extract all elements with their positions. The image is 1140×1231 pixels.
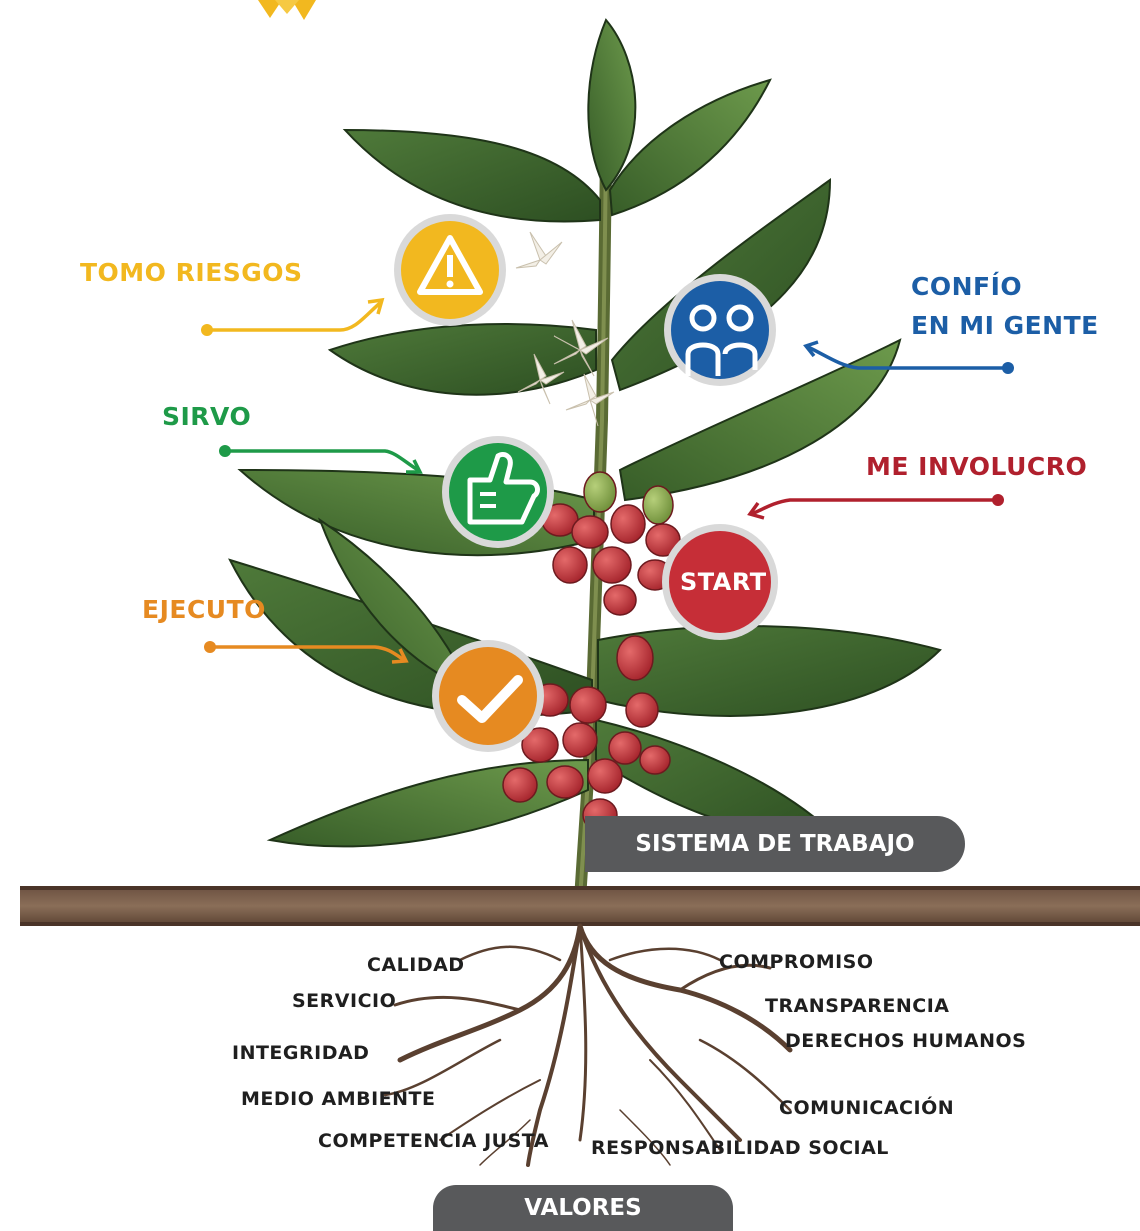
value-medio-ambiente: MEDIO AMBIENTE [241, 1088, 436, 1110]
value-integridad: INTEGRIDAD [232, 1042, 370, 1064]
value-calidad: CALIDAD [367, 954, 465, 976]
value-competencia-justa: COMPETENCIA JUSTA [318, 1130, 549, 1152]
thumbs-up-icon [442, 436, 554, 548]
tomo-riesgos-connector [201, 297, 385, 336]
confio-label-line2: EN MI GENTE [911, 311, 1099, 340]
value-servicio: SERVICIO [292, 990, 397, 1012]
start-icon [662, 524, 778, 640]
confio-label-line1: CONFÍO [911, 272, 1023, 301]
coffee-berries [502, 471, 681, 832]
valores-banner: VALORES [433, 1185, 733, 1231]
value-responsabilidad-social: RESPONSABILIDAD SOCIAL [591, 1137, 889, 1159]
confio-connector [803, 340, 1014, 374]
start-icon-text: START [680, 568, 767, 596]
people-icon [664, 274, 776, 386]
sirvo-label: SIRVO [162, 402, 252, 431]
warning-icon [394, 214, 506, 326]
valores-label: VALORES [524, 1195, 642, 1221]
coffee-flowers [515, 231, 615, 427]
me-involucro-connector [747, 494, 1004, 520]
checkmark-icon [432, 640, 544, 752]
value-derechos-humanos: DERECHOS HUMANOS [785, 1030, 1027, 1052]
tomo-riesgos-label: TOMO RIESGOS [80, 258, 303, 287]
sistema-de-trabajo-banner: SISTEMA DE TRABAJO [585, 816, 965, 872]
value-compromiso: COMPROMISO [719, 951, 874, 973]
value-transparencia: TRANSPARENCIA [765, 995, 950, 1017]
ejecuto-connector [204, 641, 409, 664]
ejecuto-label: EJECUTO [142, 595, 266, 624]
value-comunicacion: COMUNICACIÓN [779, 1097, 955, 1119]
roots [383, 923, 793, 1167]
soil-band [20, 886, 1140, 926]
sun-icon [258, 0, 316, 20]
sirvo-connector [219, 445, 423, 474]
me-involucro-label: ME INVOLUCRO [866, 452, 1088, 481]
sistema-de-trabajo-label: SISTEMA DE TRABAJO [635, 831, 915, 857]
